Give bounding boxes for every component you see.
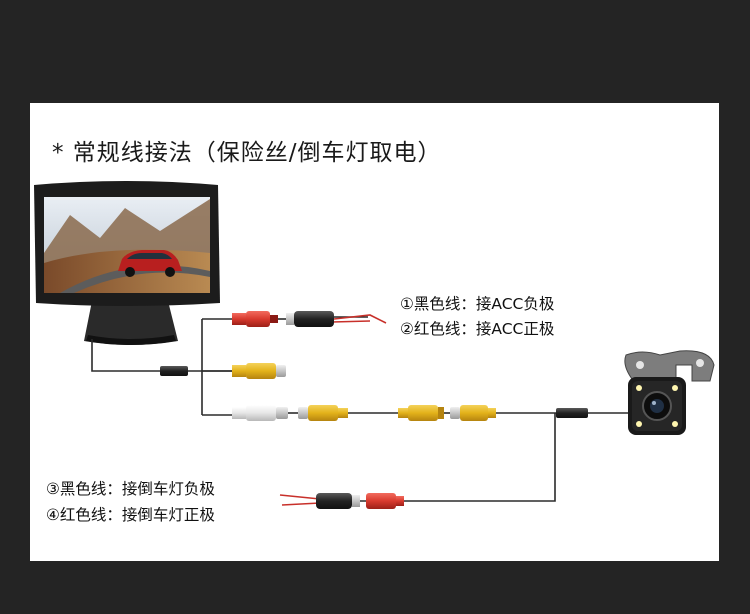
label-reverse-black: ③黑色线：接倒车灯负极 bbox=[46, 480, 215, 498]
diagram-title: * 常规线接法（保险丝/倒车灯取电） bbox=[52, 140, 442, 166]
acc-power-connector bbox=[232, 311, 334, 327]
rear-camera-icon bbox=[624, 350, 715, 435]
label-acc-red: ②红色线：接ACC正极 bbox=[400, 320, 555, 338]
monitor-cable-plug bbox=[160, 366, 188, 376]
label-acc-black: ①黑色线：接ACC负极 bbox=[400, 295, 555, 313]
label-reverse-red: ④红色线：接倒车灯正极 bbox=[46, 506, 215, 524]
reverse-power-connector bbox=[316, 493, 404, 509]
car-monitor-icon bbox=[34, 181, 220, 345]
wiring-canvas bbox=[34, 181, 715, 509]
wire-harness bbox=[91, 316, 631, 502]
video-rca-chain bbox=[232, 405, 588, 421]
wiring-diagram-panel: * 常规线接法（保险丝/倒车灯取电） bbox=[30, 103, 719, 561]
yellow-rca-connector bbox=[232, 363, 286, 379]
car-icon bbox=[118, 250, 182, 277]
red-wire-ends bbox=[279, 314, 387, 506]
